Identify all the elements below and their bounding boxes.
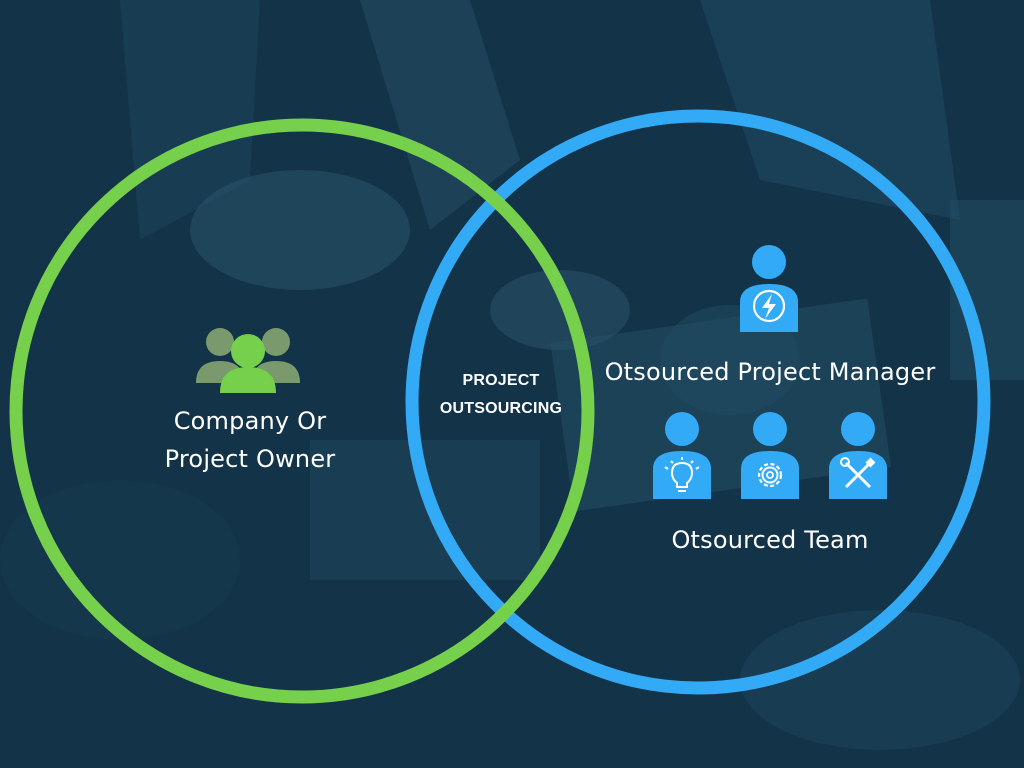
group-icon [196,328,300,393]
owner-label: Company Or Project Owner [150,402,350,478]
manager-label: Otsourced Project Manager [604,358,936,386]
lightbulb-person-icon [653,412,711,499]
owner-label-line2: Project Owner [164,445,336,473]
manager-lightning-icon [740,245,798,332]
overlap-label: PROJECT OUTSOURCING [425,367,577,423]
gear-person-icon [741,412,799,499]
overlap-label-line1: PROJECT [462,372,540,389]
owner-label-line1: Company Or [173,407,327,435]
outsourced-circle [405,109,991,695]
tools-person-icon [829,412,887,499]
overlap-label-line2: OUTSOURCING [439,400,563,417]
team-label: Otsourced Team [671,526,869,554]
owner-circle [9,118,595,704]
